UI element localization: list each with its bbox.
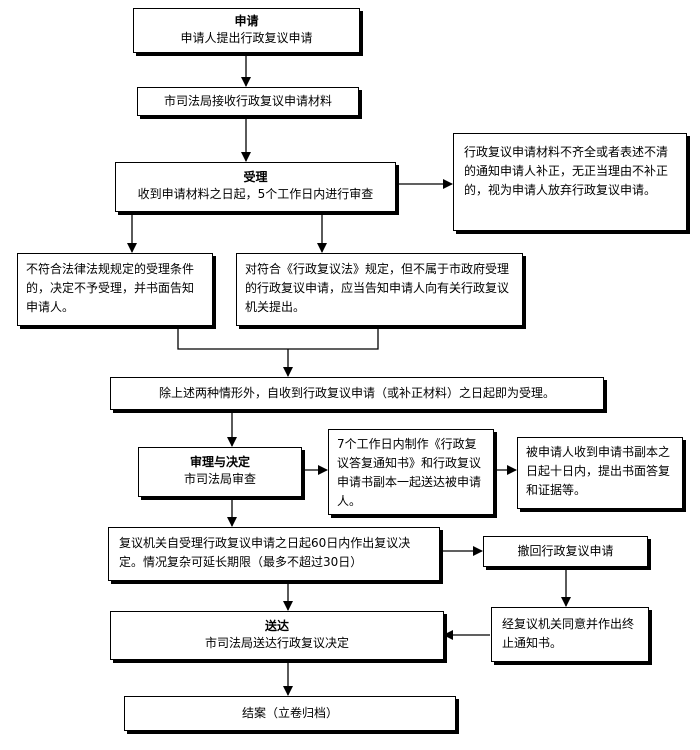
review-title: 审理与决定 bbox=[189, 455, 250, 469]
respondent-text: 被申请人收到申请书副本之日起十日内，提出书面答复和证据等。 bbox=[526, 445, 671, 497]
incomplete-box: 行政复议申请材料不齐全或者表述不清的通知申请人补正，无正当理由不补正的，视为申请… bbox=[453, 133, 687, 231]
receive-text: 市司法局接收行政复议申请材料 bbox=[163, 94, 332, 108]
respondent-box: 被申请人收到申请书副本之日起十日内，提出书面答复和证据等。 bbox=[517, 437, 683, 509]
deliver-text: 市司法局送达行政复议决定 bbox=[204, 636, 349, 650]
close-text: 结案（立卷归档） bbox=[241, 706, 338, 720]
withdraw-text: 撤回行政复议申请 bbox=[517, 544, 614, 558]
receive-box: 市司法局接收行政复议申请材料 bbox=[137, 87, 359, 116]
apply-text: 申请人提出行政复议申请 bbox=[180, 31, 313, 45]
reject-box: 不符合法律法规规定的受理条件的，决定不予受理，并书面告知申请人。 bbox=[17, 253, 213, 326]
withdraw-box: 撤回行政复议申请 bbox=[483, 536, 648, 567]
accepted-text: 除上述两种情形外，自收到行政复议申请（或补正材料）之日起即为受理。 bbox=[158, 386, 555, 400]
reject-text: 不符合法律法规规定的受理条件的，决定不予受理，并书面告知申请人。 bbox=[26, 262, 195, 314]
accept-text: 收到申请材料之日起，5个工作日内进行审查 bbox=[137, 187, 374, 201]
decision-box: 复议机关自受理行政复议申请之日起60日内作出复议决定。情况复杂可延长期限（最多不… bbox=[108, 527, 440, 581]
apply-box: 申请 申请人提出行政复议申请 bbox=[133, 8, 360, 53]
terminate-text: 经复议机关同意并作出终止通知书。 bbox=[502, 617, 635, 650]
decision-text: 复议机关自受理行政复议申请之日起60日内作出复议决定。情况复杂可延长期限（最多不… bbox=[119, 536, 411, 569]
merge-line bbox=[177, 326, 379, 350]
deliver-title: 送达 bbox=[264, 619, 289, 633]
accepted-box: 除上述两种情形外，自收到行政复议申请（或补正材料）之日起即为受理。 bbox=[110, 377, 604, 410]
redirect-text: 对符合《行政复议法》规定，但不属于市政府受理的行政复议申请，应当告知申请人向有关… bbox=[245, 262, 510, 314]
incomplete-text: 行政复议申请材料不齐全或者表述不清的通知申请人补正，无正当理由不补正的，视为申请… bbox=[464, 145, 669, 197]
review-box: 审理与决定 市司法局审查 bbox=[138, 447, 302, 497]
redirect-box: 对符合《行政复议法》规定，但不属于市政府受理的行政复议申请，应当告知申请人向有关… bbox=[236, 253, 523, 326]
apply-title: 申请 bbox=[234, 14, 259, 28]
close-box: 结案（立卷归档） bbox=[124, 696, 456, 731]
deliver-box: 送达 市司法局送达行政复议决定 bbox=[110, 611, 444, 660]
notice-box: 7个工作日内制作《行政复议答复通知书》和行政复议申请书副本一起送达被申请人。 bbox=[328, 429, 494, 515]
notice-text: 7个工作日内制作《行政复议答复通知书》和行政复议申请书副本一起送达被申请人。 bbox=[337, 437, 482, 508]
terminate-box: 经复议机关同意并作出终止通知书。 bbox=[491, 607, 649, 662]
review-text: 市司法局审查 bbox=[183, 472, 256, 486]
accept-title: 受理 bbox=[243, 170, 268, 184]
accept-box: 受理 收到申请材料之日起，5个工作日内进行审查 bbox=[115, 162, 396, 212]
